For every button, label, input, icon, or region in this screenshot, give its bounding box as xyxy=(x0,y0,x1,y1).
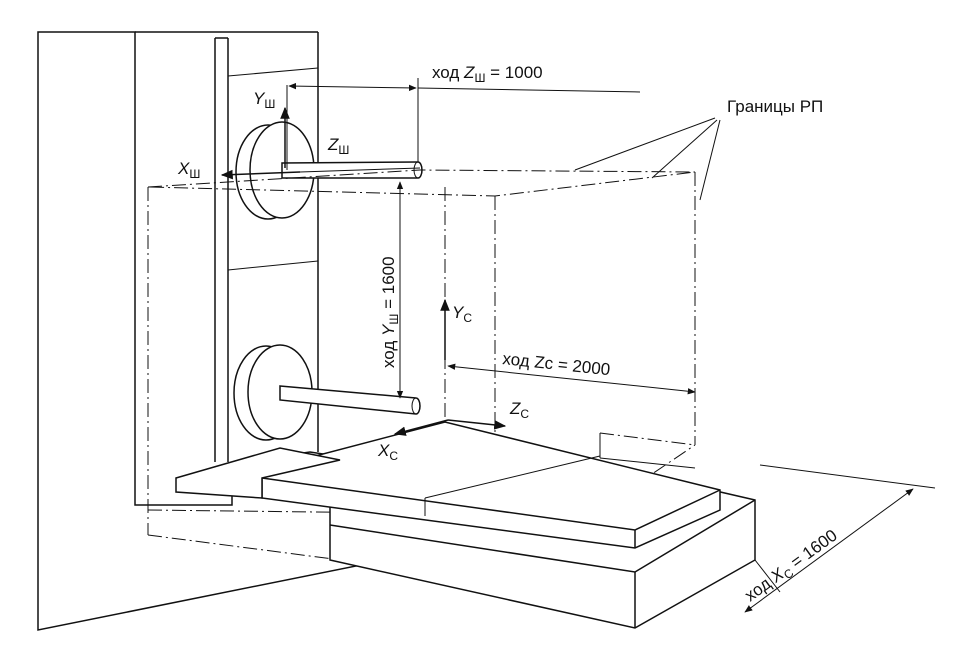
x-table-label: XС xyxy=(377,441,398,463)
y-table-label: YС xyxy=(452,303,472,325)
z-table-label: ZС xyxy=(509,399,529,421)
dimension-z-table xyxy=(447,363,696,395)
stroke-x-table-label: ход XС = 1600 xyxy=(741,526,842,608)
stroke-z-spindle-label: ход ZШ = 1000 xyxy=(432,63,543,85)
spindle-upper xyxy=(235,121,423,220)
x-spindle-label: XШ xyxy=(177,159,200,181)
workspace-bounds-leaders xyxy=(574,117,721,201)
dimension-z-spindle xyxy=(286,78,641,170)
stroke-y-spindle-label: ход YШ = 1600 xyxy=(379,256,401,368)
spindle-lower xyxy=(233,344,421,441)
stroke-z-table-label: ход Zс = 2000 xyxy=(502,349,612,379)
y-spindle-label: YШ xyxy=(253,89,275,111)
dimension-x-table xyxy=(744,464,936,613)
z-spindle-label: ZШ xyxy=(327,135,349,157)
workspace-bounds-label: Границы РП xyxy=(727,97,823,116)
table-assembly xyxy=(175,421,756,629)
table-axes xyxy=(393,298,507,436)
spindle-axes xyxy=(220,106,421,180)
